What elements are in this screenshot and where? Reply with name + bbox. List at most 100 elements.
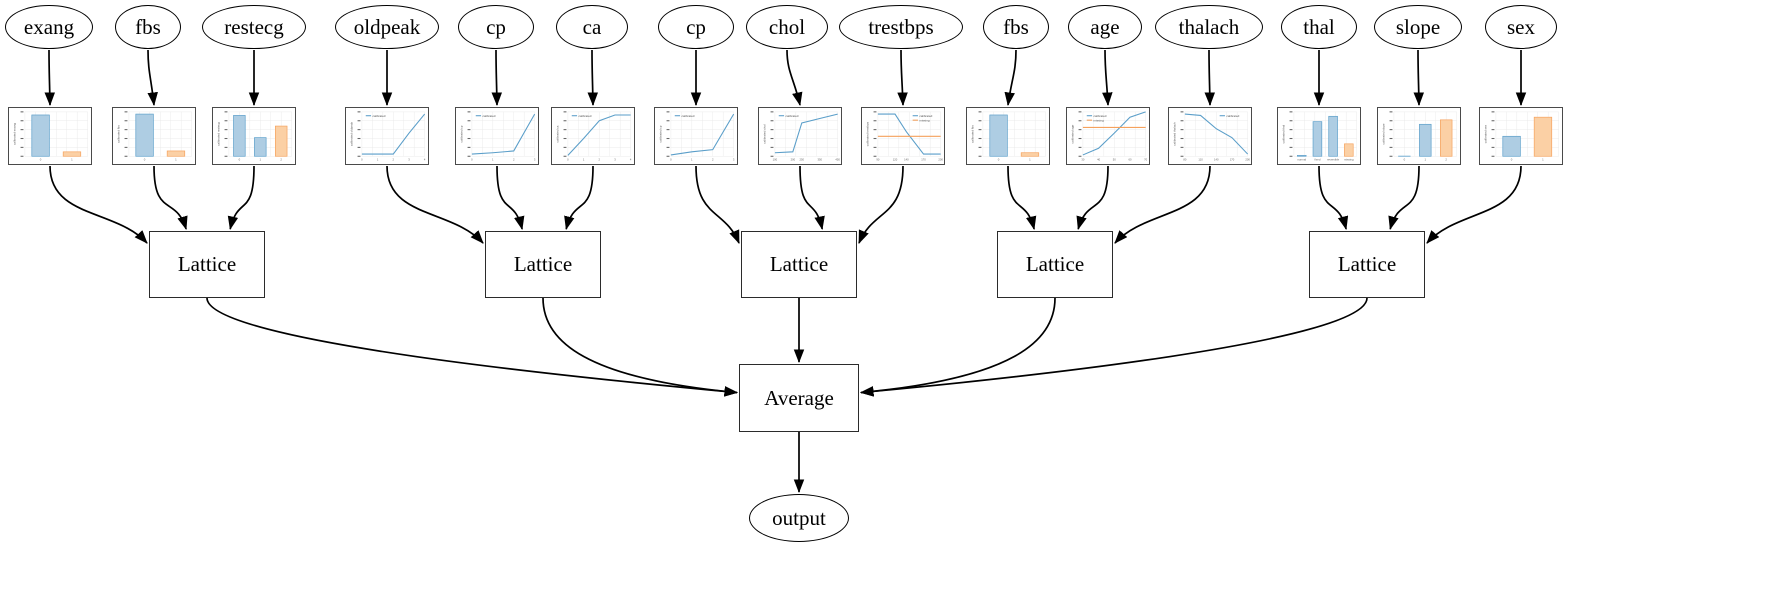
feature-node-slope-13[interactable]: slope xyxy=(1374,5,1462,49)
calibrator-chart: calibrated fbs 0 1 xyxy=(971,111,1046,161)
svg-text:100: 100 xyxy=(773,157,778,161)
feature-node-thal-12[interactable]: thal xyxy=(1281,5,1357,49)
edge xyxy=(1007,165,1037,230)
lattice-node-1[interactable]: Lattice xyxy=(485,231,601,298)
svg-text:3: 3 xyxy=(733,157,735,161)
feature-node-cp-6[interactable]: cp xyxy=(658,5,734,49)
svg-text:50: 50 xyxy=(1113,157,1116,161)
svg-text:30: 30 xyxy=(1081,157,1084,161)
average-node[interactable]: Average xyxy=(739,364,859,432)
edge xyxy=(897,49,908,107)
svg-text:normal: normal xyxy=(1297,157,1306,161)
calibrator-plot-fbs-9[interactable]: calibrated fbs 0 1 xyxy=(966,107,1050,165)
svg-text:1: 1 xyxy=(492,157,494,161)
svg-text:0: 0 xyxy=(567,157,569,161)
edge xyxy=(227,165,255,230)
svg-text:4: 4 xyxy=(424,157,426,161)
feature-node-label: restecg xyxy=(224,14,284,39)
svg-text:110: 110 xyxy=(1198,157,1203,161)
edge xyxy=(858,165,904,244)
svg-text:140: 140 xyxy=(1214,157,1219,161)
feature-node-fbs-9[interactable]: fbs xyxy=(983,5,1049,49)
svg-text:0: 0 xyxy=(40,157,42,161)
lattice-node-3[interactable]: Lattice xyxy=(997,231,1113,298)
svg-text:missing: missing xyxy=(1344,157,1354,161)
feature-node-label: thal xyxy=(1303,14,1335,39)
edge xyxy=(1426,165,1522,244)
feature-node-label: trestbps xyxy=(868,14,934,39)
svg-text:250: 250 xyxy=(800,157,805,161)
feature-node-exang-0[interactable]: exang xyxy=(5,5,93,49)
feature-node-thalach-11[interactable]: thalach xyxy=(1155,5,1263,49)
feature-node-oldpeak-3[interactable]: oldpeak xyxy=(335,5,439,49)
output-node[interactable]: output xyxy=(749,494,849,542)
feature-node-label: chol xyxy=(768,14,806,39)
feature-node-age-10[interactable]: age xyxy=(1068,5,1142,49)
edge xyxy=(206,297,739,397)
svg-text:200: 200 xyxy=(1245,157,1250,161)
svg-text:1: 1 xyxy=(175,157,177,161)
svg-text:calibrated fbs: calibrated fbs xyxy=(971,125,975,143)
average-node-label: Average xyxy=(764,385,834,410)
feature-node-trestbps-8[interactable]: trestbps xyxy=(839,5,963,49)
feature-node-fbs-1[interactable]: fbs xyxy=(115,5,181,49)
lattice-node-0[interactable]: Lattice xyxy=(149,231,265,298)
edge xyxy=(1204,49,1216,107)
svg-text:calibrated cp: calibrated cp xyxy=(460,125,464,142)
svg-text:1: 1 xyxy=(691,157,693,161)
svg-text:0: 0 xyxy=(998,157,1000,161)
svg-text:2: 2 xyxy=(280,157,282,161)
svg-text:60: 60 xyxy=(1128,157,1131,161)
feature-node-chol-7[interactable]: chol xyxy=(746,5,828,49)
feature-node-restecg-2[interactable]: restecg xyxy=(202,5,306,49)
svg-text:calibrated: calibrated xyxy=(373,114,386,118)
lattice-node-4[interactable]: Lattice xyxy=(1309,231,1425,298)
svg-text:calibrated: calibrated xyxy=(483,114,496,118)
svg-text:calibrated slope: calibrated slope xyxy=(1382,123,1386,144)
edge xyxy=(859,297,1368,397)
svg-text:0: 0 xyxy=(670,157,672,161)
edge xyxy=(695,165,740,244)
svg-text:calibrated: calibrated xyxy=(786,114,799,118)
svg-text:calibrated exang: calibrated exang xyxy=(13,123,17,145)
svg-text:calibrated thal: calibrated thal xyxy=(1282,124,1286,143)
feature-node-ca-5[interactable]: ca xyxy=(556,5,628,49)
svg-text:0: 0 xyxy=(471,157,473,161)
edge xyxy=(1102,49,1113,107)
svg-text:1: 1 xyxy=(1029,157,1031,161)
lattice-node-label: Lattice xyxy=(1025,252,1085,276)
svg-text:calibrated: calibrated xyxy=(579,114,592,118)
edge xyxy=(153,165,188,230)
svg-text:0: 0 xyxy=(1511,157,1513,161)
svg-text:calibrated oldpeak: calibrated oldpeak xyxy=(350,121,354,146)
svg-text:1: 1 xyxy=(583,157,585,161)
edge xyxy=(1076,165,1109,230)
lattice-node-2[interactable]: Lattice xyxy=(741,231,857,298)
svg-text:calibrated: calibrated xyxy=(1226,114,1239,118)
svg-text:0: 0 xyxy=(1404,157,1406,161)
lattice-node-label: Lattice xyxy=(513,252,573,276)
feature-node-cp-4[interactable]: cp xyxy=(458,5,534,49)
svg-text:3: 3 xyxy=(534,157,536,161)
feature-node-sex-14[interactable]: sex xyxy=(1485,5,1557,49)
